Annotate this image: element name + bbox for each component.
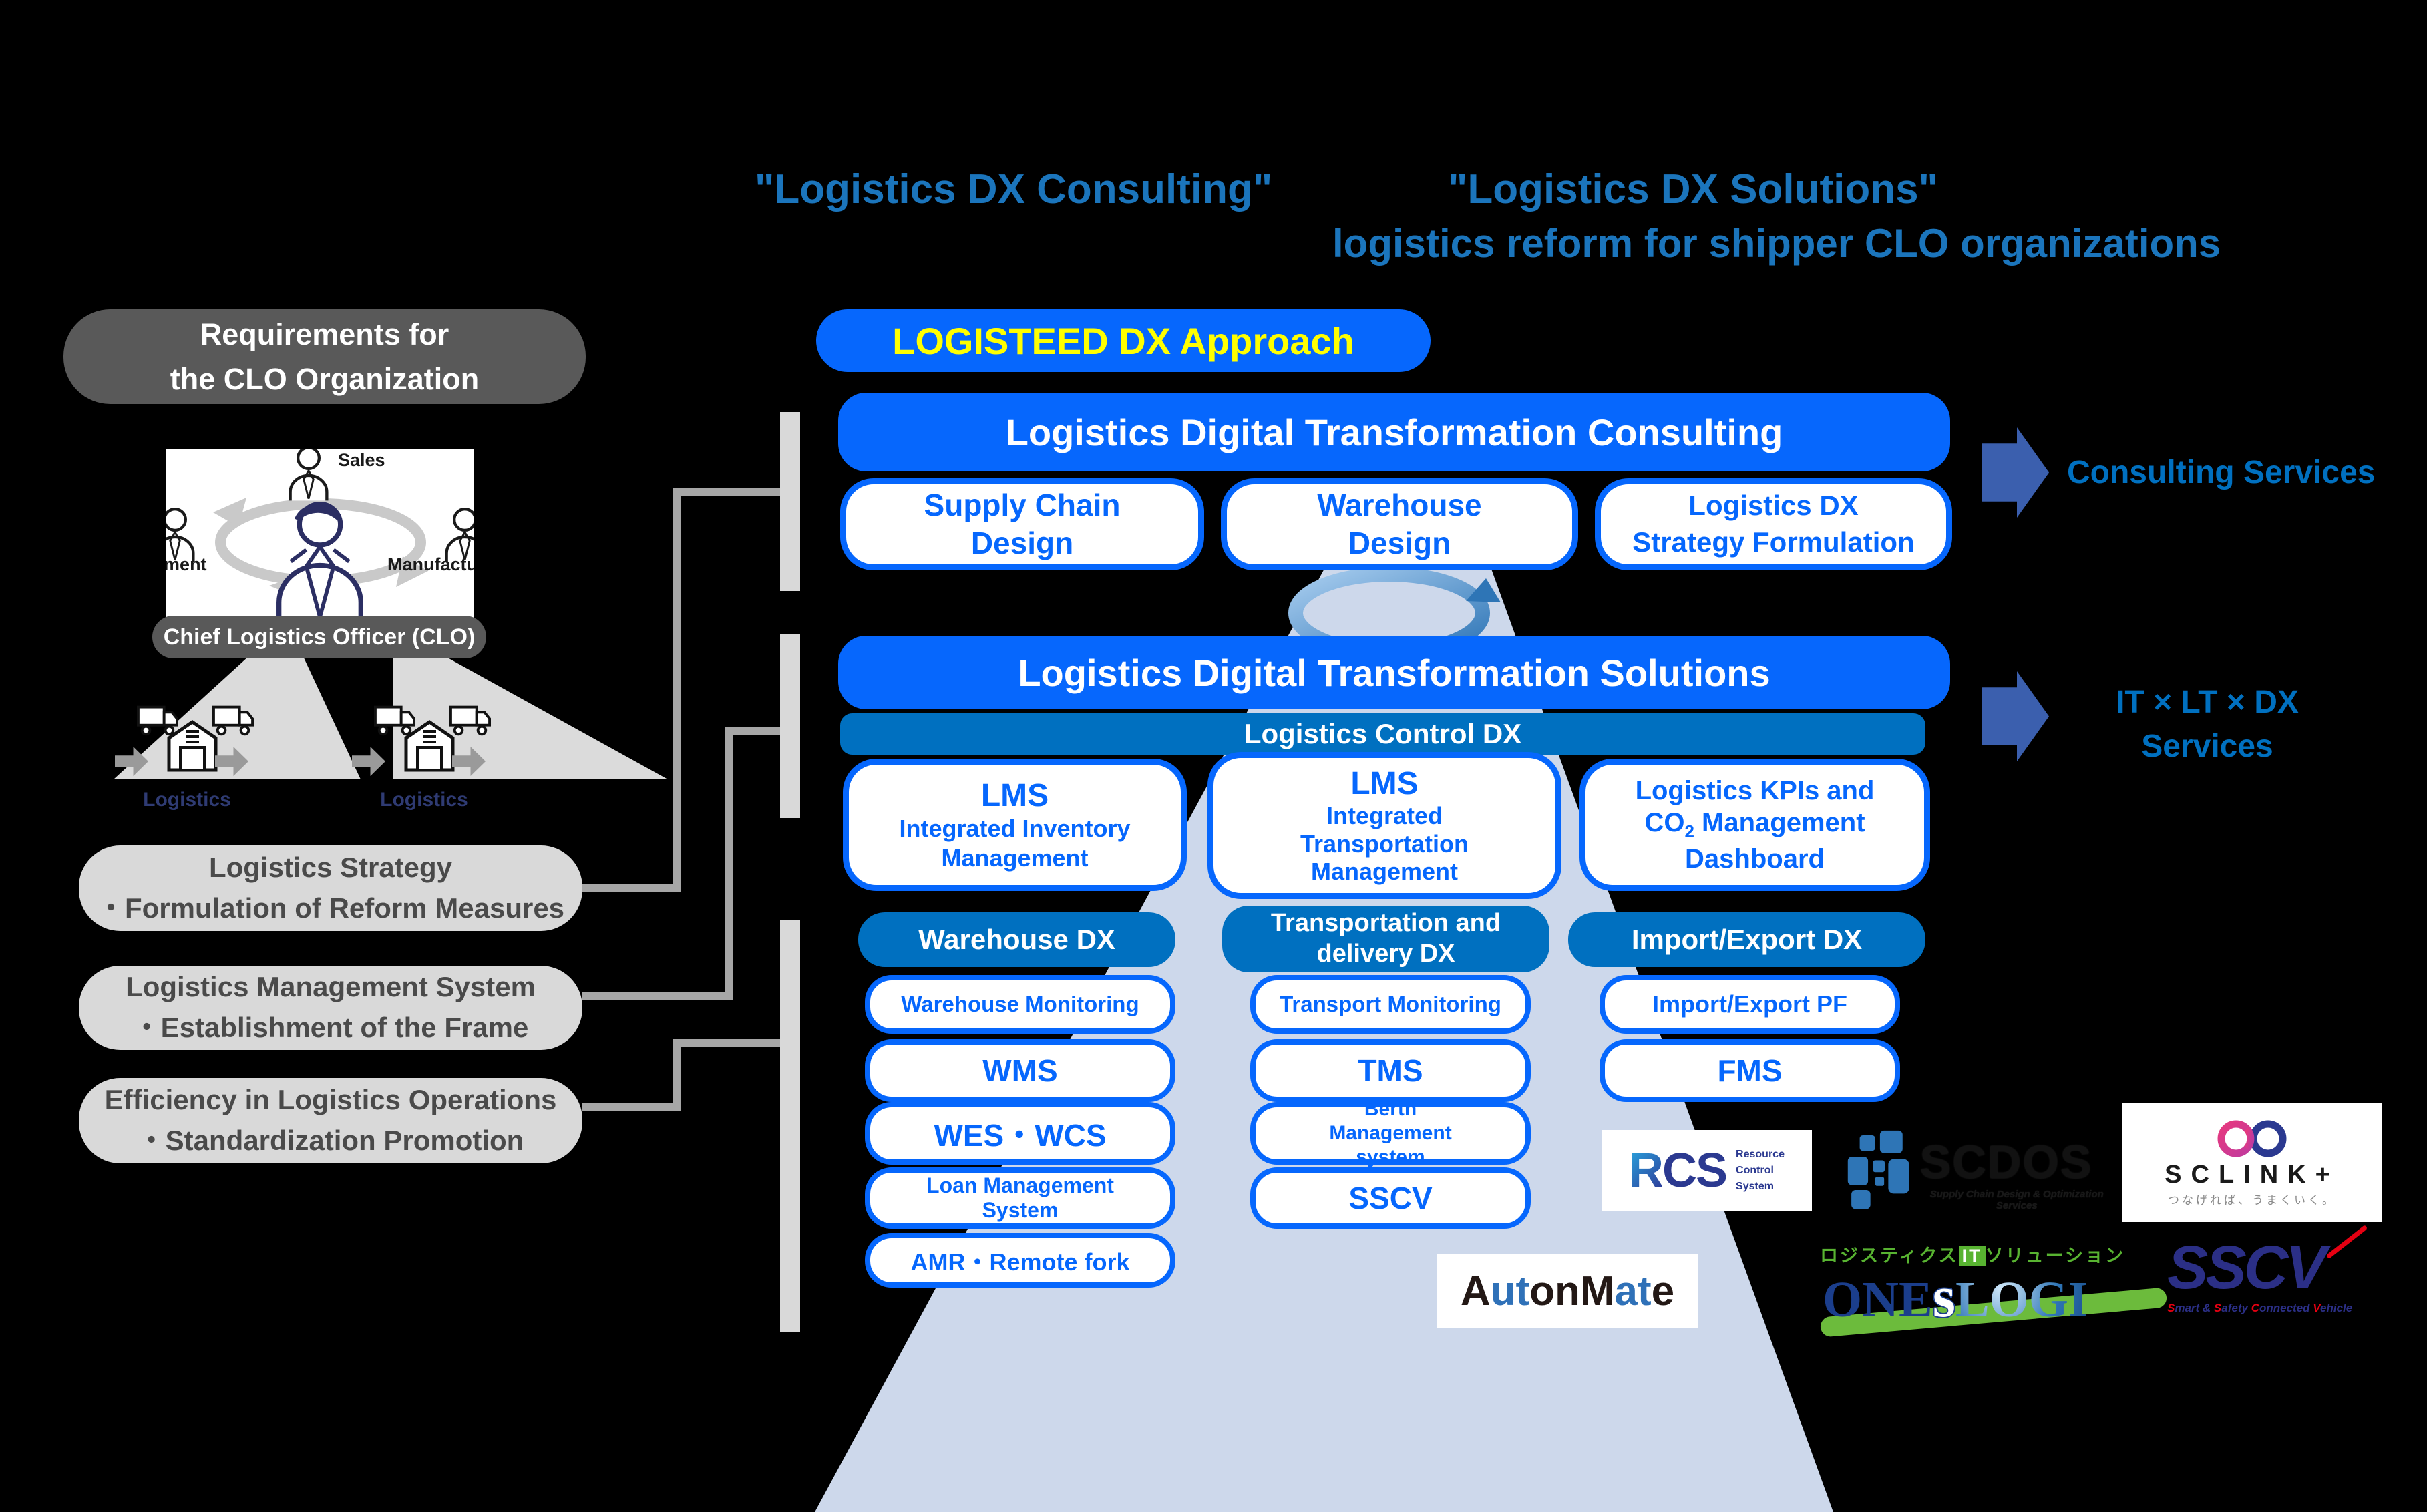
item-import-export-pf: Import/Export PF xyxy=(1600,975,1900,1034)
requirement-detail: ・Establishment of the Frame xyxy=(132,1012,529,1043)
item-warehouse-monitoring: Warehouse Monitoring xyxy=(865,975,1175,1034)
scdos-wordmark: SCDOS xyxy=(1919,1136,2093,1188)
connector-line xyxy=(725,727,781,735)
consulting-title-bar: Logistics Digital Transformation Consult… xyxy=(838,393,1950,471)
lms-subtitle: Integrated Inventory Management xyxy=(899,815,1131,872)
sclink-wordmark: SCLINK+ xyxy=(2165,1161,2340,1189)
procurement-label: Procurement xyxy=(166,554,207,574)
truck-icon xyxy=(449,705,491,736)
subtitle: logistics reform for shipper CLO organiz… xyxy=(1332,221,2221,266)
requirement-title: Efficiency in Logistics Operations xyxy=(104,1084,557,1116)
rcs-wordmark: RCS xyxy=(1629,1144,1728,1197)
requirement-detail: ・Standardization Promotion xyxy=(137,1125,524,1156)
kpi-line3: Dashboard xyxy=(1685,843,1825,874)
connector-line xyxy=(673,1039,781,1047)
item-wms: WMS xyxy=(865,1039,1175,1102)
item-berth-management: Berth Management system xyxy=(1250,1098,1531,1168)
oneslogi-wordmark: ONEsLOGI xyxy=(1823,1265,2088,1330)
rcs-logo: RCS Resource Control System xyxy=(1602,1130,1812,1211)
approach-badge: LOGISTEED DX Approach xyxy=(816,309,1431,372)
warehouse-icon xyxy=(167,719,218,772)
sclink-logo: SCLINK+ つなげれば、うまくいく。 xyxy=(2122,1103,2382,1222)
connector-line xyxy=(725,727,733,1000)
clo-label: Chief Logistics Officer (CLO) xyxy=(152,616,486,658)
co2-subscript: 2 xyxy=(1684,821,1694,842)
sscv-tagline: Smart & Safety Connected Vehicle xyxy=(2167,1301,2353,1314)
manufacturing-label: Manufacturing xyxy=(387,554,474,574)
lms-transportation-box: LMS Integrated Transportation Management xyxy=(1207,752,1561,899)
person-icon xyxy=(445,508,474,562)
import-export-dx-header: Import/Export DX xyxy=(1568,912,1925,967)
person-icon xyxy=(289,449,329,501)
person-icon xyxy=(166,508,195,562)
item-fms: FMS xyxy=(1600,1039,1900,1102)
requirement-box-strategy: Logistics Strategy ・Formulation of Refor… xyxy=(79,845,582,931)
requirements-box: Requirements for the CLO Organization xyxy=(63,309,586,404)
truck-icon xyxy=(137,705,178,736)
quote-consulting-heading: "Logistics DX Consulting" xyxy=(755,166,1273,212)
scdos-tagline: Supply Chain Design & Optimization Servi… xyxy=(1929,1189,2104,1211)
sscv-wordmark: SSCV xyxy=(2167,1234,2327,1302)
truck-icon xyxy=(212,705,254,736)
requirement-box-management: Logistics Management System ・Establishme… xyxy=(79,966,582,1050)
blocks-icon xyxy=(1847,1130,1909,1209)
it-lt-dx-label-line2: Services xyxy=(2141,728,2273,764)
quote-solutions-heading: "Logistics DX Solutions" xyxy=(1448,166,1938,212)
requirements-line2: the CLO Organization xyxy=(170,362,480,396)
item-transport-monitoring: Transport Monitoring xyxy=(1250,975,1531,1034)
clo-diagram: Sales Procurement Manufacturing xyxy=(166,449,474,628)
logistics-label: Logistics xyxy=(143,789,231,811)
clo-person-icon xyxy=(276,501,363,625)
lms-subtitle: Integrated Transportation Management xyxy=(1300,802,1469,886)
warehouse-icon xyxy=(404,719,455,772)
requirement-box-efficiency: Efficiency in Logistics Operations ・Stan… xyxy=(79,1078,582,1163)
truck-icon xyxy=(374,705,415,736)
connector-line xyxy=(673,492,681,892)
section-connector-bar xyxy=(780,412,800,591)
lms-title: LMS xyxy=(1350,766,1419,802)
connector-line xyxy=(582,992,733,1000)
requirement-title: Logistics Management System xyxy=(126,971,536,1003)
requirement-title: Logistics Strategy xyxy=(208,852,453,884)
consulting-services-arrow xyxy=(1982,427,2049,518)
lms-title: LMS xyxy=(980,778,1049,814)
consulting-services-label: Consulting Services xyxy=(2067,455,2376,490)
requirements-line1: Requirements for xyxy=(200,317,449,351)
connector-line xyxy=(582,1103,681,1111)
item-tms: TMS xyxy=(1250,1039,1531,1102)
item-loan-management-system: Loan Management System xyxy=(865,1167,1175,1229)
infinity-icon xyxy=(2217,1120,2287,1157)
item-amr-remote-fork: AMR・Remote fork xyxy=(865,1233,1175,1288)
requirement-detail: ・Formulation of Reform Measures xyxy=(96,892,565,924)
rcs-tagline: Resource Control System xyxy=(1736,1149,1785,1192)
solutions-title-bar: Logistics Digital Transformation Solutio… xyxy=(838,636,1950,709)
warehouse-dx-header: Warehouse DX xyxy=(858,912,1175,967)
scdos-logo: SCDOS Supply Chain Design & Optimization… xyxy=(1847,1117,2114,1230)
logistics-control-dx-bar: Logistics Control DX xyxy=(840,713,1925,755)
transportation-dx-header: Transportation and delivery DX xyxy=(1222,906,1549,972)
sscv-logo: SSCV Smart & Safety Connected Vehicle xyxy=(2167,1224,2374,1336)
item-sscv: SSCV xyxy=(1250,1167,1531,1229)
connector-line xyxy=(673,488,781,496)
lms-inventory-box: LMS Integrated Inventory Management xyxy=(843,759,1187,891)
it-lt-dx-label-line1: IT × LT × DX xyxy=(2116,684,2299,720)
kpi-line2: CO2 Management xyxy=(1644,808,1865,842)
section-connector-bar xyxy=(780,634,800,818)
consulting-box-warehouse-design: Warehouse Design xyxy=(1221,478,1578,570)
kpi-line1: Logistics KPIs and xyxy=(1635,776,1875,806)
kpi-dashboard-box: Logistics KPIs and CO2 Management Dashbo… xyxy=(1579,759,1930,891)
sales-label: Sales xyxy=(338,450,385,470)
it-lt-dx-arrow xyxy=(1982,671,2049,761)
item-wes-wcs: WES・WCS xyxy=(865,1102,1175,1165)
connector-line xyxy=(582,884,681,892)
section-connector-bar xyxy=(780,920,800,1332)
sclink-tagline: つなげれば、うまくいく。 xyxy=(2168,1194,2336,1207)
consulting-box-supply-chain-design: Supply Chain Design xyxy=(840,478,1204,570)
connector-line xyxy=(673,1039,681,1111)
logistics-label: Logistics xyxy=(380,789,468,811)
consulting-box-dx-strategy: Logistics DX Strategy Formulation xyxy=(1595,478,1952,570)
